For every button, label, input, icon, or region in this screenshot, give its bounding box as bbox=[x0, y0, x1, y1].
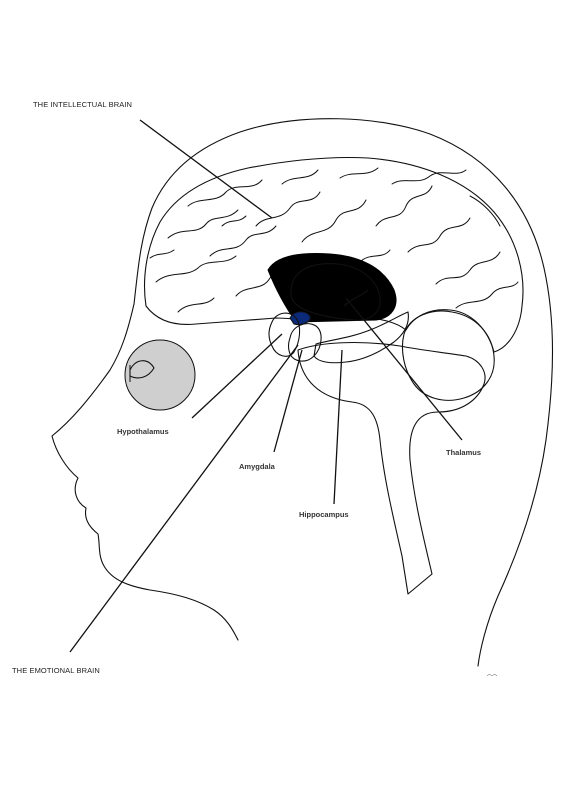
thalamus bbox=[290, 263, 381, 321]
leader-intellectual bbox=[139, 119, 273, 219]
leader-amygdala bbox=[273, 349, 303, 453]
leader-emotional bbox=[69, 344, 299, 653]
amygdala bbox=[287, 323, 322, 362]
eye-lid bbox=[129, 360, 155, 379]
head-outline bbox=[51, 118, 554, 667]
hypothalamus bbox=[268, 312, 301, 357]
thalamus-inner-line bbox=[343, 289, 369, 307]
label-thalamus: Thalamus bbox=[446, 448, 481, 457]
label-intellectual-brain: THE INTELLECTUAL BRAIN bbox=[33, 100, 132, 109]
cerebellum bbox=[401, 310, 495, 401]
ventricle bbox=[267, 253, 397, 323]
eye bbox=[124, 339, 196, 411]
leader-thalamus bbox=[345, 297, 463, 441]
corner-mark: ⌒⌒ bbox=[487, 675, 497, 681]
label-hippocampus: Hippocampus bbox=[299, 510, 349, 519]
label-hypothalamus: Hypothalamus bbox=[117, 427, 169, 436]
label-emotional-brain: THE EMOTIONAL BRAIN bbox=[12, 666, 100, 675]
brainstem bbox=[297, 341, 486, 595]
leader-hippocampus bbox=[333, 349, 343, 505]
cerebral-cortex bbox=[144, 156, 524, 353]
small-structure bbox=[289, 311, 311, 325]
cortex-gyri bbox=[149, 167, 519, 313]
label-amygdala: Amygdala bbox=[239, 462, 276, 471]
leader-hypothalamus bbox=[191, 333, 283, 419]
hippocampus bbox=[313, 311, 409, 364]
